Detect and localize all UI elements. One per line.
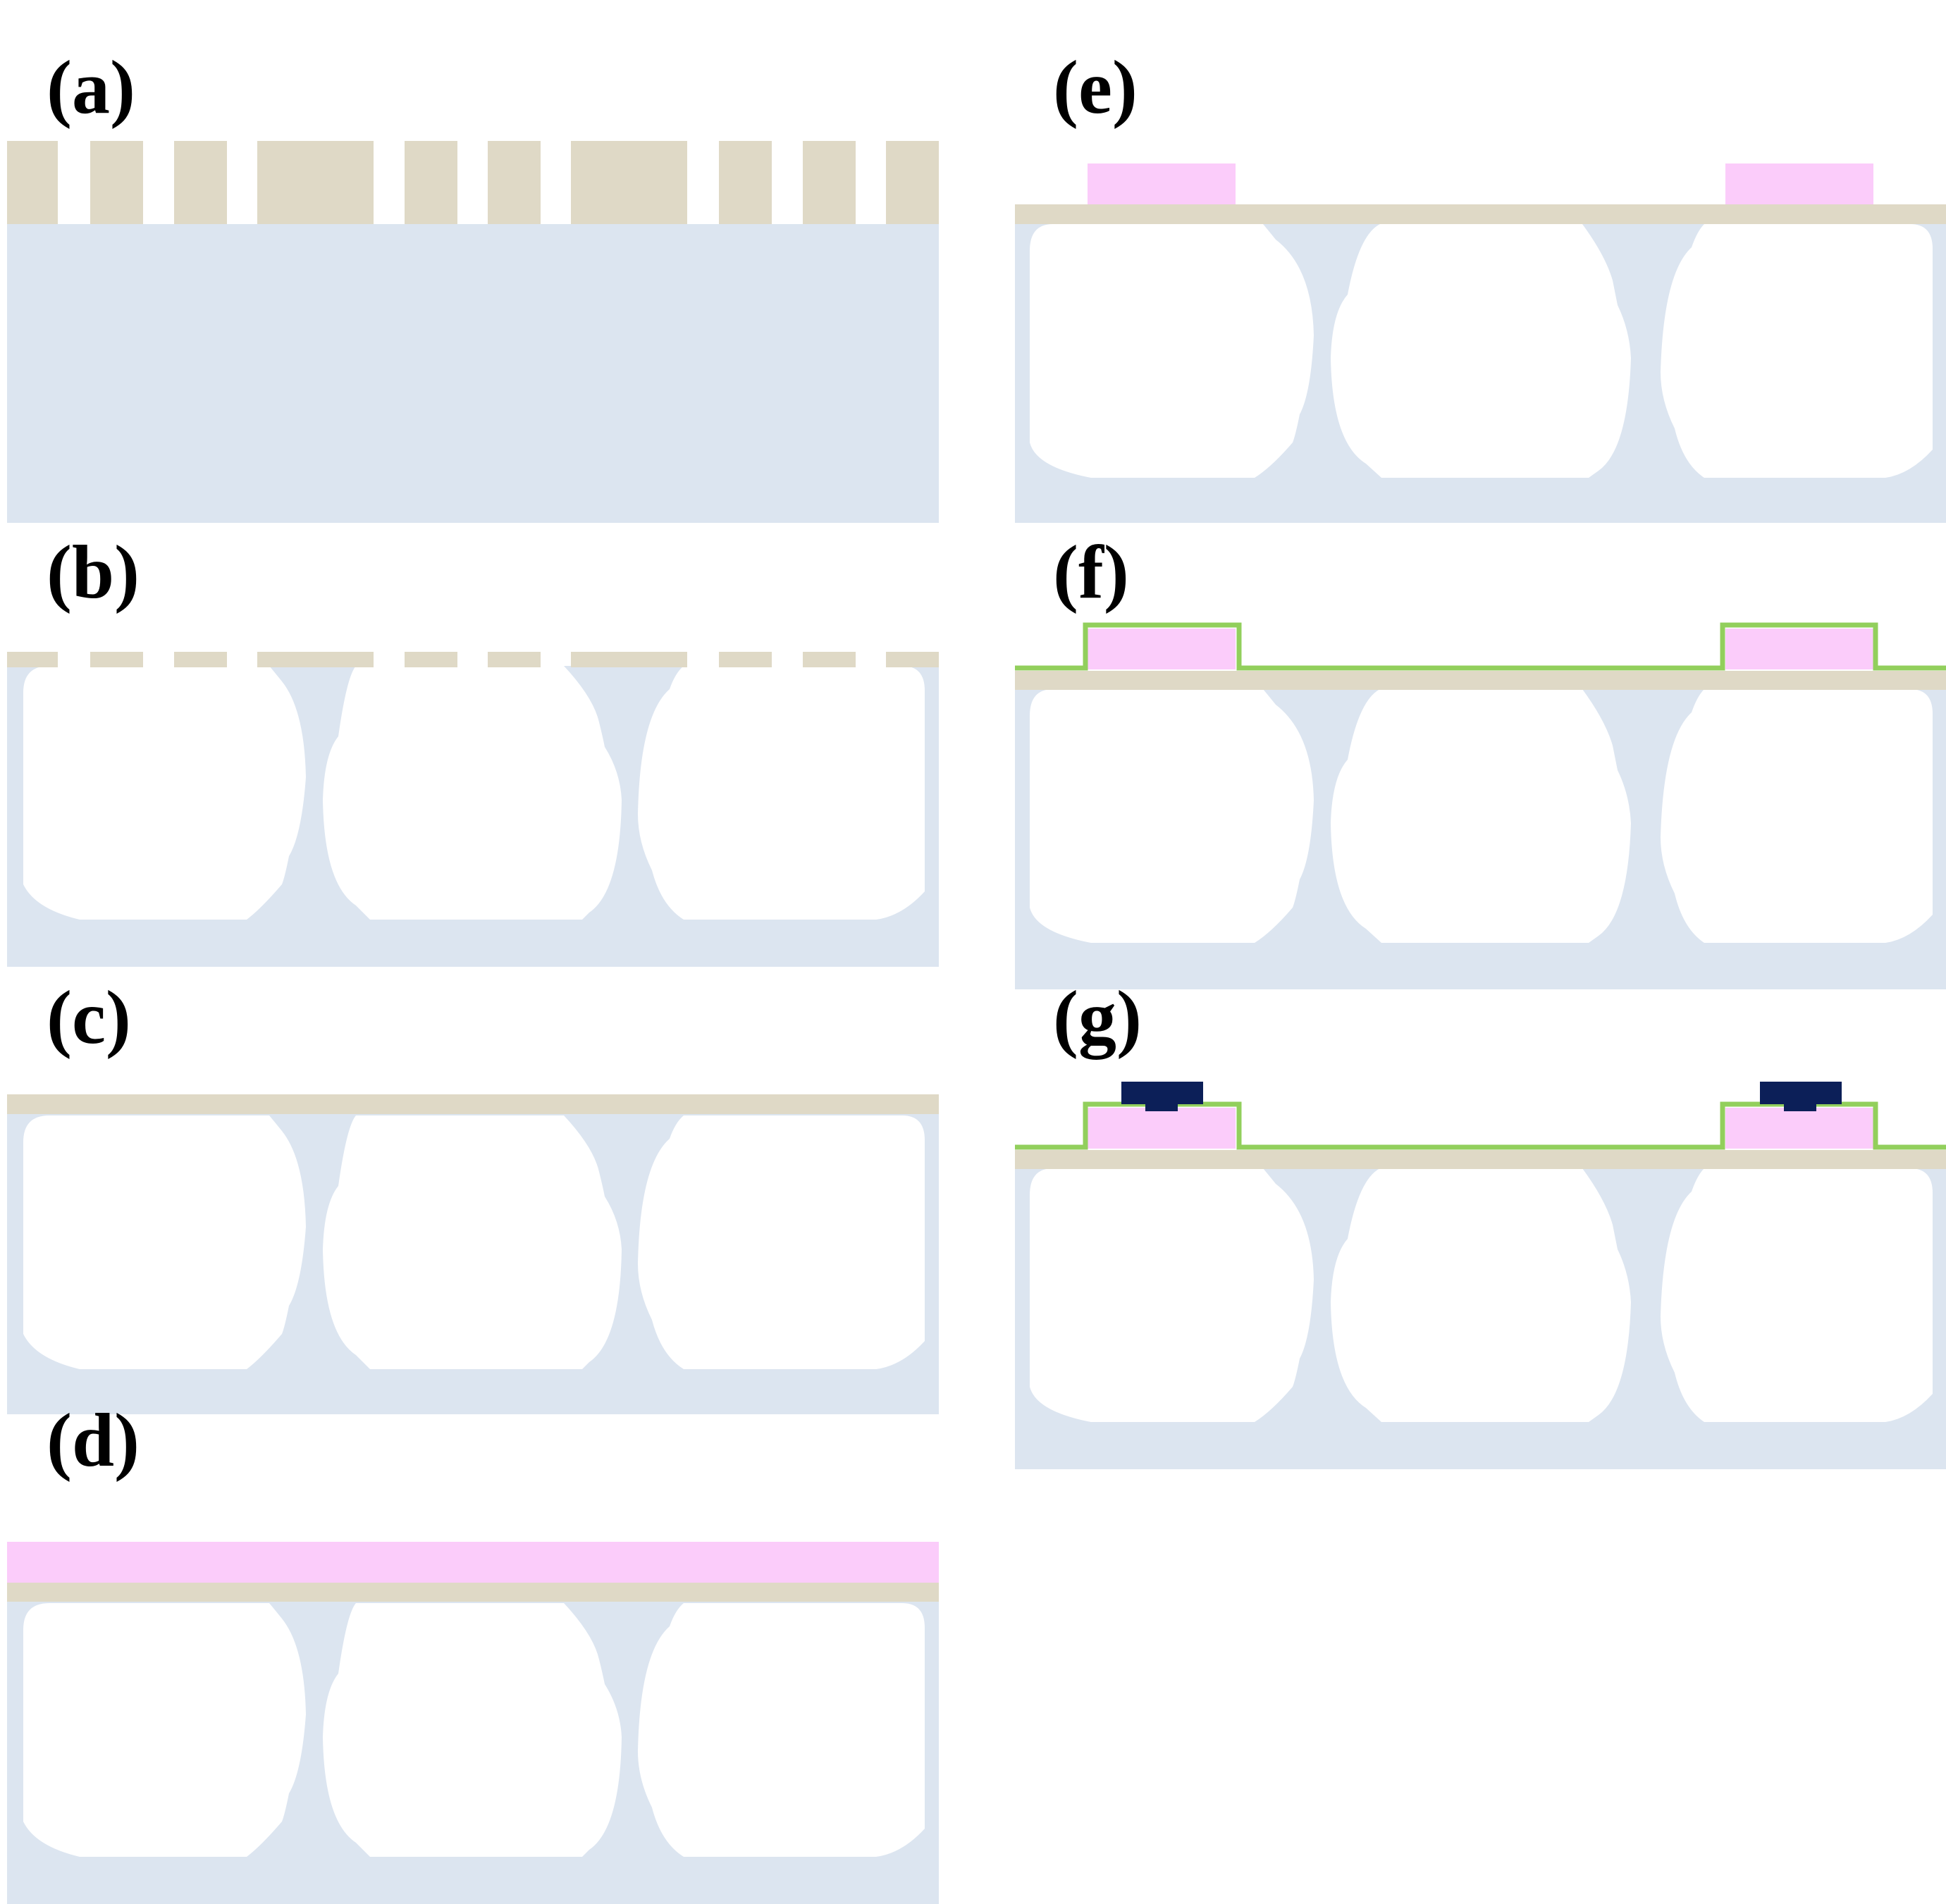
panel-label-c: (c) — [47, 976, 131, 1060]
cavities — [1030, 224, 1933, 478]
panel-label-f: (f) — [1053, 531, 1129, 614]
substrate — [7, 224, 939, 523]
cavities — [1030, 1168, 1933, 1422]
sealed-membrane — [1015, 671, 1946, 690]
sealed-membrane — [7, 1094, 939, 1114]
panel-label-b: (b) — [47, 531, 140, 614]
panel-g: (g) — [1015, 976, 1946, 1469]
navy-contacts — [1121, 1082, 1842, 1111]
cavities — [23, 1115, 925, 1369]
sealed-membrane — [1015, 1150, 1946, 1169]
panel-e: (e) — [1015, 46, 1946, 523]
green-conformal-film — [1015, 1101, 1946, 1150]
patterned-pink-pads — [1088, 629, 1873, 669]
patterned-pink-pads — [1088, 163, 1873, 204]
panel-d: (d) — [7, 1399, 939, 1904]
pink-film — [7, 1542, 939, 1583]
patterned-pink-pads — [1088, 1108, 1873, 1149]
panel-label-a: (a) — [47, 46, 135, 130]
panel-c: (c) — [7, 976, 939, 1414]
sealed-membrane — [1015, 204, 1946, 224]
patterned-mask — [7, 141, 939, 224]
sealed-membrane — [7, 1582, 939, 1602]
panel-f: (f) — [1015, 531, 1946, 989]
perforated-membrane — [7, 652, 939, 667]
panel-label-g: (g) — [1053, 976, 1142, 1060]
panel-b: (b) — [7, 531, 939, 967]
cavities — [23, 1603, 925, 1857]
green-conformal-film — [1015, 622, 1946, 671]
cavities — [23, 666, 925, 920]
panel-a: (a) — [7, 46, 939, 523]
cavities — [1030, 689, 1933, 943]
panel-label-e: (e) — [1053, 46, 1138, 130]
panel-label-d: (d) — [47, 1399, 140, 1483]
